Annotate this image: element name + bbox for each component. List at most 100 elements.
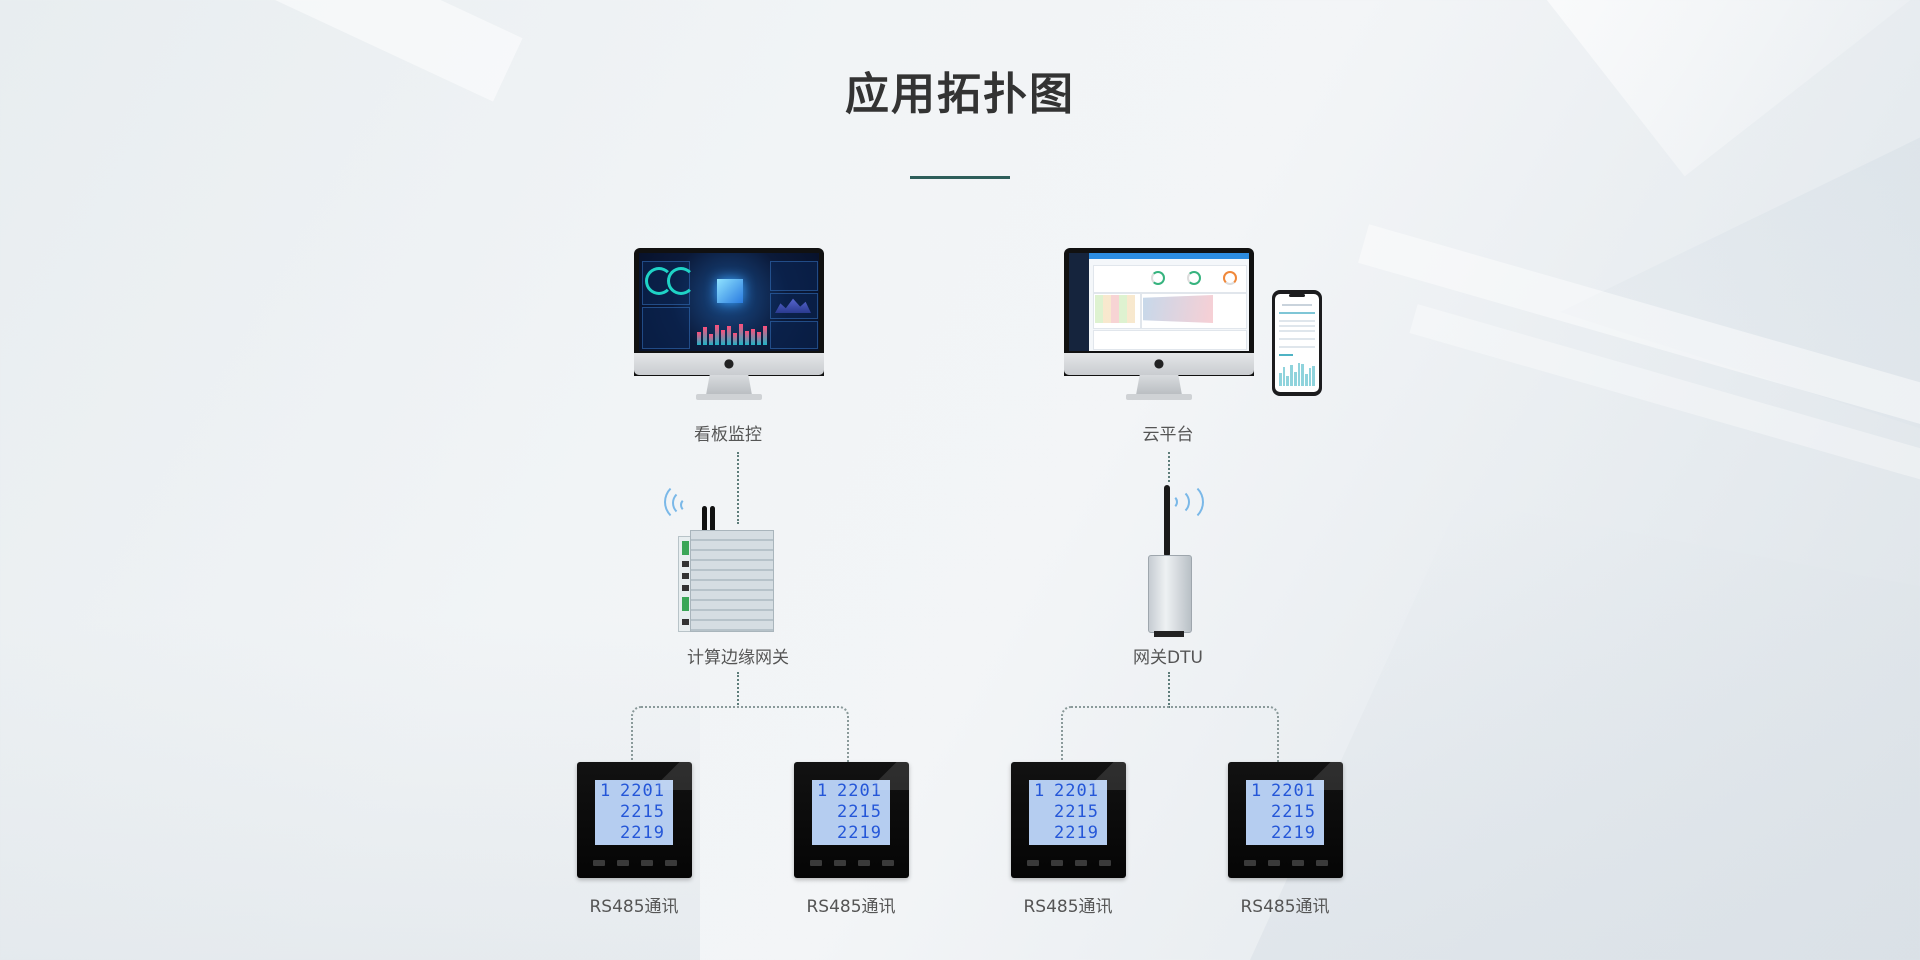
monitor-chin: ● (634, 353, 824, 375)
apple-logo-icon: ● (723, 356, 735, 370)
lcd-row: 2201 (1054, 781, 1099, 801)
dashboard-panel (642, 307, 690, 349)
antenna (710, 506, 715, 548)
port (682, 573, 689, 579)
wifi-signal-icon (1160, 480, 1204, 524)
transformer-3d-icon (717, 279, 743, 303)
monitor-bezel (634, 248, 824, 376)
dashboard-screen (639, 253, 819, 351)
ring-chart-icon (1223, 271, 1237, 285)
connector-gateway-meters (631, 706, 849, 764)
gateway-heatsink (690, 530, 774, 632)
antenna (1164, 485, 1170, 557)
lcd-row: 2215 (1271, 802, 1316, 822)
lcd-index: 1 (1251, 781, 1262, 801)
cloud-sidebar (1069, 253, 1089, 351)
node-label-edge-gateway: 计算边缘网关 (687, 648, 789, 668)
meter-keys (1027, 860, 1111, 866)
background-light-streak (1358, 224, 1920, 456)
monitor-foot (1126, 394, 1192, 400)
lcd-row: 2215 (620, 802, 665, 822)
port (682, 585, 689, 591)
cloud-topbar (1089, 253, 1249, 259)
monitor-foot (696, 394, 762, 400)
connector-gateway-split (737, 672, 739, 708)
meter-keys (1244, 860, 1328, 866)
meter-label: RS485通讯 (1240, 897, 1330, 917)
lcd-row: 2201 (620, 781, 665, 801)
meter-label: RS485通讯 (806, 897, 896, 917)
cloud-platform-screen (1069, 253, 1249, 351)
ring-chart-icon (1151, 271, 1165, 285)
background-light-streak (1409, 304, 1920, 526)
apple-logo-icon: ● (1153, 356, 1165, 370)
connector-dtu-meters (1061, 706, 1279, 764)
lcd-row: 2219 (620, 823, 665, 843)
monitor-dashboard-icon: ● (634, 248, 824, 403)
connector-dashboard-gateway (737, 452, 739, 524)
meter-lcd: 1 2201 2215 2219 (595, 780, 673, 845)
port (682, 619, 689, 625)
meter-label: RS485通讯 (589, 897, 679, 917)
meter-lcd: 1 2201 2215 2219 (1029, 780, 1107, 845)
lcd-row: 2201 (837, 781, 882, 801)
dashboard-panel (770, 321, 818, 349)
connector-cloud-dtu (1168, 452, 1170, 482)
connector-dtu-split (1168, 672, 1170, 708)
meter-label: RS485通讯 (1023, 897, 1113, 917)
meter-keys (593, 860, 677, 866)
lcd-row: 2215 (837, 802, 882, 822)
gauge-icon (667, 267, 695, 295)
terminal-block (682, 541, 689, 555)
phone-bar-chart-icon (1279, 360, 1316, 386)
dashboard-panel (770, 261, 818, 291)
bar-chart-icon (697, 323, 767, 345)
phone-screen (1275, 294, 1319, 392)
phone-row (1279, 338, 1315, 340)
phone-heading (1282, 304, 1312, 306)
port (682, 561, 689, 567)
monitor-chin: ● (1064, 353, 1254, 375)
dtu-housing (1148, 555, 1192, 633)
phone-row (1279, 325, 1315, 327)
monitor-stand (706, 375, 752, 395)
phone-tab (1279, 354, 1293, 356)
terminal-block (682, 597, 689, 611)
lcd-index: 1 (1034, 781, 1045, 801)
phone-notch (1289, 294, 1305, 297)
phone-value (1279, 312, 1315, 314)
power-meter-icon: 1 2201 2215 2219 (577, 762, 692, 878)
lcd-row: 2201 (1271, 781, 1316, 801)
lcd-row: 2219 (1271, 823, 1316, 843)
wifi-signal-icon (662, 480, 706, 524)
node-label-cloud: 云平台 (1142, 425, 1194, 445)
lcd-index: 1 (817, 781, 828, 801)
cloud-card (1093, 265, 1247, 293)
cloud-card (1093, 330, 1247, 350)
sankey-chart-icon (1143, 295, 1213, 323)
antenna (702, 506, 707, 548)
meter-lcd: 1 2201 2215 2219 (812, 780, 890, 845)
background-shade (1250, 500, 1920, 960)
gauge-icon (645, 267, 673, 295)
lcd-index: 1 (600, 781, 611, 801)
power-meter-icon: 1 2201 2215 2219 (1228, 762, 1343, 878)
smartphone-icon (1272, 290, 1322, 396)
heatmap-icon (1095, 295, 1135, 323)
meter-keys (810, 860, 894, 866)
lcd-row: 2219 (837, 823, 882, 843)
power-meter-icon: 1 2201 2215 2219 (1011, 762, 1126, 878)
lcd-row: 2219 (1054, 823, 1099, 843)
background-shape (1560, 60, 1920, 480)
dtu-terminal (1154, 631, 1184, 637)
edge-gateway-device-icon (660, 478, 785, 633)
phone-row (1279, 330, 1315, 332)
phone-row (1279, 320, 1315, 322)
monitor-cloud-platform-icon: ● (1064, 248, 1254, 403)
meter-lcd: 1 2201 2215 2219 (1246, 780, 1324, 845)
ring-chart-icon (1187, 271, 1201, 285)
lcd-row: 2215 (1054, 802, 1099, 822)
page-title: 应用拓扑图 (845, 69, 1075, 120)
dtu-device-icon (1140, 485, 1200, 640)
monitor-stand (1136, 375, 1182, 395)
